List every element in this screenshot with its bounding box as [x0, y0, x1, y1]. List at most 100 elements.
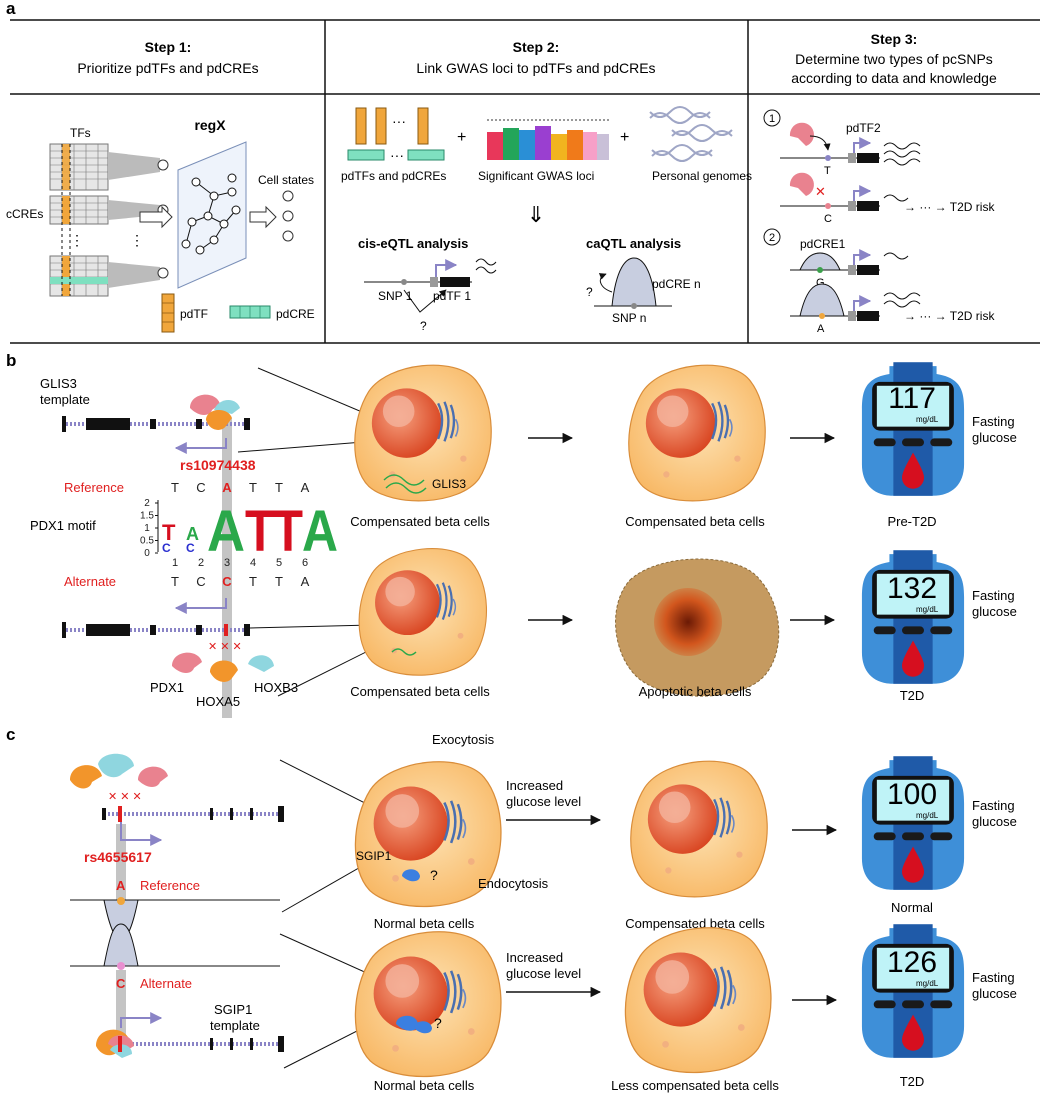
alt-base: T: [275, 574, 283, 589]
fasting-b1: Fasting: [972, 414, 1015, 429]
motif-letter-c: C: [162, 541, 171, 555]
panel-label-c: c: [6, 725, 15, 744]
step3-subtitle-2: according to data and knowledge: [791, 70, 997, 86]
network-graph: [181, 173, 241, 255]
tf-hoxb3-shape: [248, 655, 274, 672]
panel-label-b: b: [6, 351, 16, 370]
motif-letter-a: A: [186, 524, 199, 544]
ccres-label: cCREs: [6, 207, 43, 221]
meter-value-c2: 126: [887, 946, 937, 979]
pdcren-label: pdCRE n: [652, 277, 701, 291]
hdots-2: ···: [390, 147, 404, 163]
panel-c-cells: Exocytosis SGIP1 ? Endocytosis Normal be…: [279, 732, 838, 1093]
allele-c: C: [824, 213, 832, 225]
meter-unit-c2: mg/dL: [916, 979, 939, 988]
cell-state-node: [282, 190, 294, 202]
motif-position: 1: [172, 557, 178, 569]
alternate-label-c: Alternate: [140, 976, 192, 991]
case-number-2: 2: [769, 232, 775, 244]
status-c2: T2D: [900, 1074, 925, 1089]
motif-letter-a: A: [207, 499, 245, 564]
cell4-label-c: Less compensated beta cells: [611, 1078, 779, 1093]
sgip1-gene-label: SGIP1: [356, 849, 392, 863]
sgip1-template-1: SGIP1: [214, 1002, 252, 1017]
ref-base: T: [275, 480, 283, 495]
case-number-1: 1: [769, 113, 775, 125]
glucose-meter-b2: 132 mg/dL Fasting glucose T2D: [861, 550, 1017, 703]
meter-value-c1: 100: [887, 778, 937, 811]
cell-compensated-2: [627, 363, 767, 503]
question-1: ?: [420, 319, 427, 333]
alt-base: T: [171, 574, 179, 589]
glucose-meter-c1: 100 mg/dL Fasting glucose Normal: [861, 756, 1017, 915]
motif-label: PDX1 motif: [30, 518, 96, 533]
alt-base: T: [249, 574, 257, 589]
alternate-label-b: Alternate: [64, 574, 116, 589]
ref-base: T: [171, 480, 179, 495]
motif-ytick: 0: [144, 548, 150, 559]
regx-label: regX: [194, 117, 226, 133]
ref-base: A: [301, 480, 310, 495]
risk-1: → ··· → T2D risk: [904, 200, 995, 214]
increased-1a: Increased: [506, 778, 563, 793]
snp-highlight-bar: [222, 418, 232, 718]
pdtfs-pdcres-label: pdTFs and pdCREs: [341, 169, 446, 183]
motif-position: 2: [198, 557, 204, 569]
ciseqtl-diagram: SNP 1 pdTF 1 ?: [364, 258, 497, 333]
meter-value-b1: 117: [888, 382, 936, 415]
step3-header: Step 3: Determine two types of pcSNPs ac…: [791, 31, 997, 86]
plus-1: +: [457, 129, 466, 146]
cell4-label-b: Apoptotic beta cells: [639, 684, 752, 699]
question-2: ?: [586, 285, 593, 299]
motif-position: 3: [224, 557, 230, 569]
gwas-manhattan: [487, 119, 609, 160]
step3-diagram: 1 pdTF2 T ✕ C → ··· → T2D risk 2 pdCRE1 …: [763, 109, 995, 335]
step2-title: Step 2:: [513, 39, 560, 55]
pdcre-bars: [347, 149, 445, 161]
tf-grid-3: [49, 255, 169, 297]
tf-hoxa5-label: HOXA5: [196, 694, 240, 709]
tf-blob-2: [789, 172, 814, 196]
rsid-c: rs4655617: [84, 849, 152, 865]
cell1-label-c: Normal beta cells: [374, 916, 475, 931]
tf-grid-2: [49, 195, 169, 225]
cell-less-compensated: [624, 926, 773, 1074]
risk-2: → ··· → T2D risk: [904, 309, 995, 323]
plus-2: +: [620, 129, 629, 146]
question-c1: ?: [430, 867, 438, 883]
cell2-label-b: Compensated beta cells: [625, 514, 765, 529]
cell-compensated-3: [357, 547, 488, 677]
step1-diagram: regX TFs cCREs ⋮ ⋮: [6, 117, 315, 333]
panel-a-frame: [10, 19, 1040, 344]
panel-label-a: a: [6, 0, 16, 18]
block-x: ✕: [815, 184, 826, 199]
arrow-hollow-1: [139, 205, 173, 229]
alt-base: C: [222, 574, 232, 589]
motif-ytick: 1.5: [140, 511, 154, 522]
motif-ytick: 1: [144, 523, 150, 534]
meter-value-b2: 132: [887, 572, 937, 605]
endocytosis-label: Endocytosis: [478, 876, 549, 891]
glucose-b2: glucose: [972, 604, 1017, 619]
dna-helices: [649, 106, 733, 162]
snp1-label: SNP 1: [378, 289, 413, 303]
cell-state-node: [282, 210, 294, 222]
allele-c-c: C: [116, 976, 126, 991]
tfs-label: TFs: [70, 126, 91, 140]
block-marks-c: ✕ ✕ ✕: [108, 791, 142, 803]
exocytosis-label: Exocytosis: [432, 732, 495, 747]
tf-hoxb3-label: HOXB3: [254, 680, 298, 695]
allele-t: T: [824, 165, 831, 177]
rsid-b: rs10974438: [180, 457, 256, 473]
arrow-hollow-2: [249, 205, 277, 229]
pdtf2-label: pdTF2: [846, 121, 881, 135]
tf-pdx1-label: PDX1: [150, 680, 184, 695]
cell-compensated-c: [629, 759, 769, 899]
tf-grid-1: [49, 143, 169, 191]
meter-unit-c1: mg/dL: [916, 811, 939, 820]
step1-title: Step 1:: [145, 39, 192, 55]
glis3-template-2: template: [40, 392, 90, 407]
motif-logo: T C A C A T T A: [162, 499, 338, 564]
glucose-b1: glucose: [972, 430, 1017, 445]
